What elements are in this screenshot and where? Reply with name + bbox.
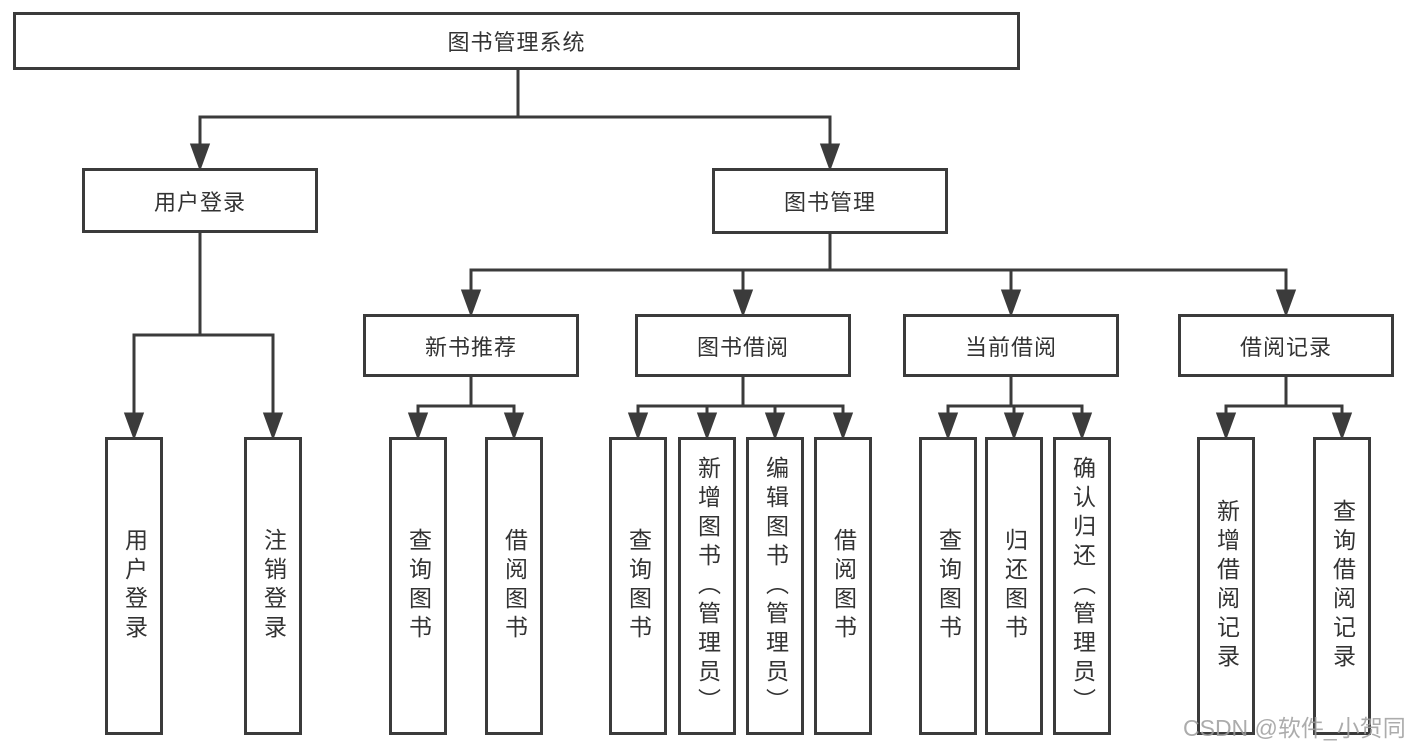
node-root: 图书管理系统	[13, 12, 1020, 70]
node-label: 图书借阅	[696, 334, 789, 360]
leaf-edit-books-admin: 编辑图书（管理员）	[746, 437, 804, 735]
node-book-borrow: 图书借阅	[635, 314, 851, 377]
leaf-query-books-borrow: 查询图书	[609, 437, 667, 735]
leaf-query-books-recommend: 查询图书	[389, 437, 447, 735]
node-label: 借阅记录	[1239, 334, 1332, 360]
node-label: 新增图书（管理员）	[694, 455, 721, 717]
connector-user-login-group	[123, 233, 284, 441]
connector-borrow-records-group	[1215, 377, 1353, 441]
connector-current-borrow-group	[937, 377, 1093, 441]
node-label: 查询图书	[625, 528, 652, 644]
connector-new-book-group	[407, 377, 525, 441]
node-label: 查询图书	[405, 528, 432, 644]
node-borrow-records: 借阅记录	[1178, 314, 1394, 377]
node-new-book-recommend: 新书推荐	[363, 314, 579, 377]
node-label: 查询图书	[935, 528, 962, 644]
leaf-query-borrow-record: 查询借阅记录	[1313, 437, 1371, 735]
node-label: 新书推荐	[424, 334, 517, 360]
leaf-borrow-books-recommend: 借阅图书	[485, 437, 543, 735]
leaf-add-books-admin: 新增图书（管理员）	[678, 437, 736, 735]
node-label: 当前借阅	[964, 334, 1057, 360]
leaf-return-books: 归还图书	[985, 437, 1043, 735]
node-label: 用户登录	[153, 189, 246, 215]
node-label: 归还图书	[1001, 528, 1028, 644]
leaf-logout: 注销登录	[244, 437, 302, 735]
leaf-confirm-return-admin: 确认归还（管理员）	[1053, 437, 1111, 735]
node-label: 图书管理系统	[447, 30, 586, 55]
leaf-user-login: 用户登录	[105, 437, 163, 735]
node-user-login: 用户登录	[82, 168, 318, 233]
node-book-management: 图书管理	[712, 168, 948, 234]
node-label: 查询借阅记录	[1329, 499, 1356, 673]
leaf-borrow-books: 借阅图书	[814, 437, 872, 735]
node-label: 注销登录	[260, 528, 287, 644]
node-label: 借阅图书	[501, 528, 528, 644]
connector-book-borrow-group	[627, 377, 854, 441]
node-label: 确认归还（管理员）	[1069, 455, 1096, 717]
node-label: 编辑图书（管理员）	[762, 455, 789, 717]
connector-root-to-level1	[189, 70, 841, 172]
node-current-borrow: 当前借阅	[903, 314, 1119, 377]
node-label: 用户登录	[121, 528, 148, 644]
leaf-add-borrow-record: 新增借阅记录	[1197, 437, 1255, 735]
node-label: 新增借阅记录	[1213, 499, 1240, 673]
node-label: 借阅图书	[830, 528, 857, 644]
leaf-query-books-current: 查询图书	[919, 437, 977, 735]
watermark: CSDN @软件_小贺同学	[1183, 715, 1405, 741]
node-label: 图书管理	[783, 190, 876, 215]
connector-book-management-group	[460, 234, 1297, 318]
